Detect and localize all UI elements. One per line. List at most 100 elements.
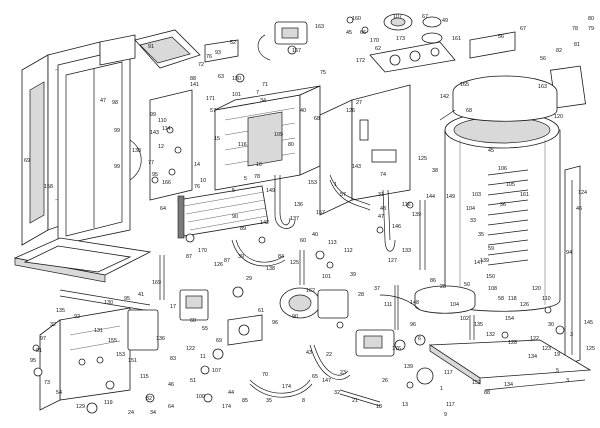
part-callout-78: 78 [572,26,578,32]
part-callout-143: 143 [150,130,159,136]
part-callout-76: 76 [194,184,200,190]
part-callout-141: 141 [190,82,199,88]
fan-assembly [383,13,443,44]
part-callout-145: 145 [584,320,593,326]
part-callout-29: 29 [246,276,252,282]
part-callout-80: 80 [588,16,594,22]
diverter-valve [355,329,406,357]
part-callout-125: 125 [586,346,595,352]
part-callout-131: 131 [94,328,103,334]
pipework [129,109,475,407]
part-callout-151: 151 [128,358,137,364]
part-callout-174: 174 [282,384,291,390]
part-callout-61: 61 [36,348,42,354]
part-callout-137: 137 [290,216,299,222]
part-callout-46: 46 [576,206,582,212]
part-callout-26: 26 [382,378,388,384]
part-callout-61: 61 [258,308,264,314]
part-callout-172: 172 [356,58,365,64]
part-callout-139: 139 [404,364,413,370]
part-callout-43: 43 [306,350,312,356]
part-callout-35: 35 [478,232,484,238]
part-callout-101: 101 [232,92,241,98]
part-callout-54: 54 [56,390,62,396]
part-callout-79: 79 [588,26,594,32]
part-callout-120: 120 [532,286,541,292]
part-callout-27: 27 [356,100,362,106]
part-callout-124: 124 [578,190,587,196]
part-callout-28: 28 [440,284,446,290]
part-callout-7: 7 [256,90,259,96]
part-callout-119: 119 [104,400,113,406]
part-callout-59: 59 [488,246,494,252]
part-callout-108: 108 [488,286,497,292]
part-callout-88: 88 [190,76,196,82]
part-callout-154: 154 [505,316,514,322]
part-callout-126: 126 [214,262,223,268]
part-callout-15: 15 [214,136,220,142]
part-callout-72: 72 [198,62,204,68]
base-tray [13,237,152,312]
part-callout-116: 116 [238,142,247,148]
part-callout-92: 92 [74,314,80,320]
part-callout-57: 57 [340,192,346,198]
part-callout-170: 170 [370,38,379,44]
part-callout-101: 101 [322,274,331,280]
part-callout-98: 98 [112,100,118,106]
part-callout-135: 135 [474,322,483,328]
part-callout-99: 99 [114,128,120,134]
part-callout-117: 117 [446,402,455,408]
part-callout-139: 139 [480,258,489,264]
part-callout-81: 81 [574,42,580,48]
part-callout-34: 34 [260,98,266,104]
part-callout-170: 170 [198,248,207,254]
part-callout-129: 129 [76,404,85,410]
burner [177,185,269,239]
part-callout-153: 153 [308,180,317,186]
part-callout-50: 50 [464,282,470,288]
part-callout-139: 139 [412,212,421,218]
part-callout-96: 96 [272,320,278,326]
part-callout-93: 93 [215,50,221,56]
part-callout-117: 117 [444,370,453,376]
part-callout-14: 14 [194,162,200,168]
part-callout-34: 34 [150,410,156,416]
part-callout-149: 149 [266,188,275,194]
part-callout-19: 19 [554,352,560,358]
part-callout-99: 99 [150,112,156,118]
part-callout-12: 12 [158,144,164,150]
part-callout-86: 86 [430,278,436,284]
part-callout-87: 87 [224,258,230,264]
pump [279,287,349,319]
part-callout-85: 85 [242,398,248,404]
part-callout-122: 122 [186,346,195,352]
part-callout-64: 64 [160,206,166,212]
part-callout-148: 148 [410,300,419,306]
part-callout-73: 73 [44,380,50,386]
part-callout-107: 107 [212,368,221,374]
part-callout-152: 152 [472,380,481,386]
part-callout-95: 95 [152,172,158,178]
part-callout-138: 138 [132,148,141,154]
fittings [32,16,565,414]
part-callout-60: 60 [190,318,196,324]
part-callout-116: 116 [402,202,411,208]
part-callout-127: 127 [388,258,397,264]
part-callout-69: 69 [216,338,222,344]
part-callout-153: 153 [116,352,125,358]
part-callout-90: 90 [232,214,238,220]
part-callout-32: 32 [50,322,56,328]
part-callout-167: 167 [292,48,301,54]
part-callout-76: 76 [206,54,212,60]
part-callout-147: 147 [474,260,483,266]
part-callout-104: 104 [466,206,475,212]
part-callout-103: 103 [472,192,481,198]
part-callout-74: 74 [380,172,386,178]
part-callout-149: 149 [446,194,455,200]
part-callout-112: 112 [344,248,353,254]
part-callout-102: 102 [460,316,469,322]
part-callout-160: 160 [352,16,361,22]
part-callout-115: 115 [140,374,149,380]
